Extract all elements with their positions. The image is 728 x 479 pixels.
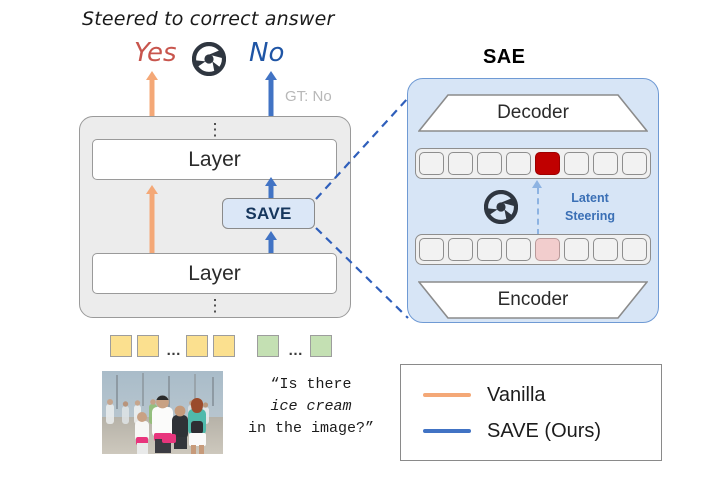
latent-cell [448, 238, 473, 261]
text-token [257, 335, 279, 357]
decoder-block: Decoder [418, 94, 648, 132]
legend-item-save: SAVE (Ours) [401, 413, 661, 449]
latent-cell [622, 152, 647, 175]
question-line-2: ice cream [270, 397, 352, 415]
layer-block-bottom: Layer [92, 253, 337, 294]
sae-title: SAE [483, 46, 526, 68]
vanilla-answer-label: Yes [134, 38, 177, 68]
model-dots-top: ⋮ [206, 120, 224, 139]
latent-cell [477, 238, 502, 261]
latent-row-pre-steering [415, 234, 651, 265]
image-token [137, 335, 159, 357]
image-token [213, 335, 235, 357]
latent-cell [448, 152, 473, 175]
headline-text: Steered to correct answer [82, 8, 335, 30]
latent-cell [564, 238, 589, 261]
latent-cell-active [535, 238, 560, 261]
latent-cell [419, 238, 444, 261]
steering-wheel-icon [483, 189, 519, 229]
legend: Vanilla SAVE (Ours) [400, 364, 662, 461]
layer-block-top: Layer [92, 139, 337, 180]
steering-wheel-icon [191, 41, 227, 81]
legend-swatch-save [423, 429, 471, 433]
latent-cell [477, 152, 502, 175]
steered-answer-label: No [249, 38, 285, 68]
encoder-label: Encoder [497, 289, 569, 310]
latent-cell [506, 152, 531, 175]
question-line-3: in the image?” [247, 419, 375, 437]
input-image [102, 371, 223, 454]
latent-cell [419, 152, 444, 175]
decoder-label: Decoder [497, 102, 569, 123]
image-token [110, 335, 132, 357]
latent-steering-label: Latent Steering [551, 189, 629, 225]
latent-cell [593, 152, 618, 175]
latent-steering-label-line1: Latent [571, 191, 609, 205]
ground-truth-label: GT: No [285, 88, 332, 105]
legend-swatch-vanilla [423, 393, 471, 397]
latent-cell-active [535, 152, 560, 175]
question-line-1: “Is there [270, 376, 352, 393]
save-module[interactable]: SAVE [222, 198, 315, 229]
text-token-ellipsis: … [288, 342, 304, 359]
legend-label-vanilla: Vanilla [487, 383, 546, 406]
encoder-block: Encoder [418, 281, 648, 319]
latent-cell [622, 238, 647, 261]
latent-row-post-steering [415, 148, 651, 179]
latent-cell [506, 238, 531, 261]
text-token [310, 335, 332, 357]
image-token-ellipsis: … [166, 342, 182, 359]
model-dots-bottom: ⋮ [206, 296, 224, 315]
latent-cell [593, 238, 618, 261]
latent-steering-label-line2: Steering [564, 209, 615, 224]
latent-cell [564, 152, 589, 175]
legend-item-vanilla: Vanilla [401, 377, 661, 413]
legend-label-save: SAVE (Ours) [487, 419, 602, 442]
image-token [186, 335, 208, 357]
input-question: “Is there ice cream in the image?” [236, 374, 386, 439]
